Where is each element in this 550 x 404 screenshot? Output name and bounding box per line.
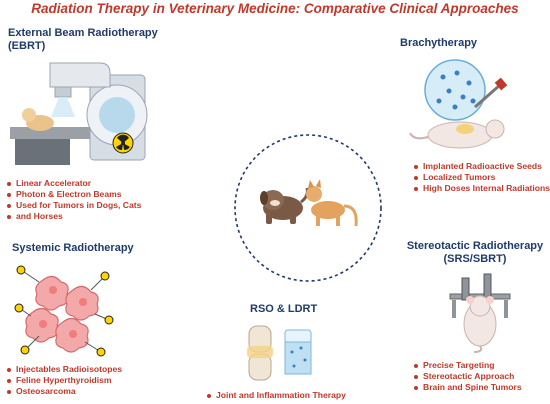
stereo-bullets: Precise Targeting Stereotactic Approach …: [413, 360, 522, 393]
radiation-icon: [116, 134, 130, 151]
brachytherapy-illustration: [409, 59, 508, 149]
ebrt-title-line2: (EBRT): [8, 40, 46, 52]
rso-title: RSO & LDRT: [250, 303, 318, 315]
ebrt-bullets: Linear Accelerator Photon & Electron Bea…: [6, 178, 141, 222]
list-item: Used for Tumors in Dogs, Cats: [6, 200, 141, 211]
list-item: Brain and Spine Tumors: [413, 382, 522, 393]
stereotactic-illustration: [449, 273, 511, 353]
systemic-illustration: [14, 265, 114, 357]
list-item: Joint and Inflammation Therapy: [206, 390, 346, 401]
list-item: Photon & Electron Beams: [6, 189, 141, 200]
linear-accelerator-illustration: [10, 62, 148, 165]
cat-icon: [306, 179, 358, 227]
systemic-bullets: Injectables Radioisotopes Feline Hyperth…: [6, 364, 122, 397]
rso-bullets: Joint and Inflammation Therapy: [206, 390, 346, 401]
stereo-title-line1: Stereotactic Radiotherapy: [406, 240, 544, 252]
ebrt-title-line1: External Beam Radiotherapy: [8, 27, 158, 39]
ebrt-title: External Beam Radiotherapy (EBRT): [8, 27, 158, 53]
stereo-title-line2: (SRS/SBRT): [443, 253, 507, 265]
dashed-circle: [234, 134, 382, 282]
brachy-bullets: Implanted Radioactive Seeds Localized Tu…: [413, 161, 550, 194]
list-item: Implanted Radioactive Seeds: [413, 161, 550, 172]
list-item: Osteosarcoma: [6, 386, 122, 397]
list-item: Stereotactic Approach: [413, 371, 522, 382]
list-item: Injectables Radioisotopes: [6, 364, 122, 375]
center-illustration: [234, 134, 382, 282]
brachy-title: Brachytherapy: [400, 37, 478, 49]
list-item: Linear Accelerator: [6, 178, 141, 189]
stereo-title: Stereotactic Radiotherapy (SRS/SBRT): [400, 240, 550, 266]
page-title: Radiation Therapy in Veterinary Medicine…: [31, 1, 519, 16]
list-item: Localized Tumors: [413, 172, 550, 183]
rso-illustration: [247, 325, 312, 381]
list-item: Feline Hyperthyroidism: [6, 375, 122, 386]
list-item: High Doses Internal Radiations: [413, 183, 550, 194]
dog-icon: [260, 187, 309, 224]
list-item: and Horses: [6, 211, 141, 222]
systemic-title: Systemic Radiotherapy: [12, 242, 134, 254]
list-item: Precise Targeting: [413, 360, 522, 371]
